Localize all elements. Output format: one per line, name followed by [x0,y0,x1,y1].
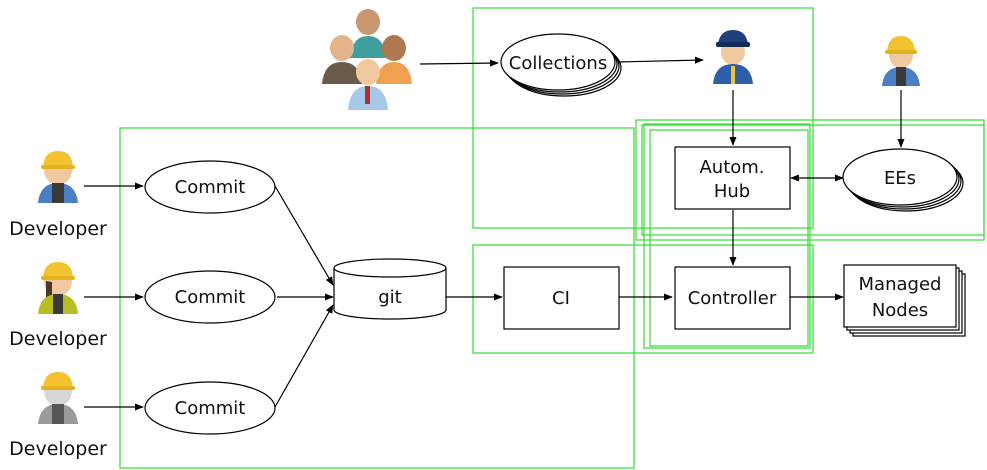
commit-label-1: Commit [175,177,246,198]
developer-group-boundary [119,127,635,469]
managed-nodes-node: Managed Nodes [843,264,966,337]
group-boundaries [119,7,985,469]
edge-commit3-git [274,304,334,408]
developer-label-2: Developer [9,328,107,350]
construction-worker-icon [38,151,78,203]
autom-hub-label-line2: Hub [714,181,750,202]
edges [84,56,905,411]
construction-worker-icon [38,372,78,424]
developer-2: Developer [9,262,107,350]
platform-group-boundary-inner [649,129,809,347]
ci-node: CI [503,266,620,330]
developer-label-1: Developer [9,218,107,240]
edge-collections-operator [616,56,704,64]
collections-node: Collections [500,33,622,97]
commit-node-3: Commit [144,381,276,435]
managed-nodes-label-line1: Managed [859,274,942,295]
platform-group-boundary [643,123,811,349]
commit-label-3: Commit [175,398,246,419]
developer-1: Developer [9,151,107,240]
collections-label: Collections [509,53,607,74]
controller-node: Controller [674,266,791,330]
deploy-group-boundary [472,244,814,354]
content-group-boundary [472,7,814,229]
execution-environments-node: EEs [842,148,964,212]
git-repository-node: git [333,258,447,320]
construction-worker-icon [38,262,78,314]
commit-label-2: Commit [175,287,246,308]
construction-worker-icon [882,36,920,86]
autom-hub-label-line1: Autom. [699,157,764,178]
git-label: git [378,287,401,308]
ees-label: EEs [884,168,916,189]
controller-label: Controller [688,288,777,309]
police-officer-icon [713,30,753,84]
developer-3: Developer [9,372,107,460]
edge-community-collections [419,59,499,67]
group-of-people-icon [322,9,412,110]
automation-hub-node: Autom. Hub [674,146,791,210]
edge-commit1-git [274,185,334,286]
managed-nodes-label-line2: Nodes [872,300,928,321]
commit-node-1: Commit [144,160,276,214]
commit-node-2: Commit [144,270,276,324]
developer-label-3: Developer [9,438,107,460]
hub-ee-group-boundary-inner [641,124,985,236]
ci-label: CI [552,288,570,309]
